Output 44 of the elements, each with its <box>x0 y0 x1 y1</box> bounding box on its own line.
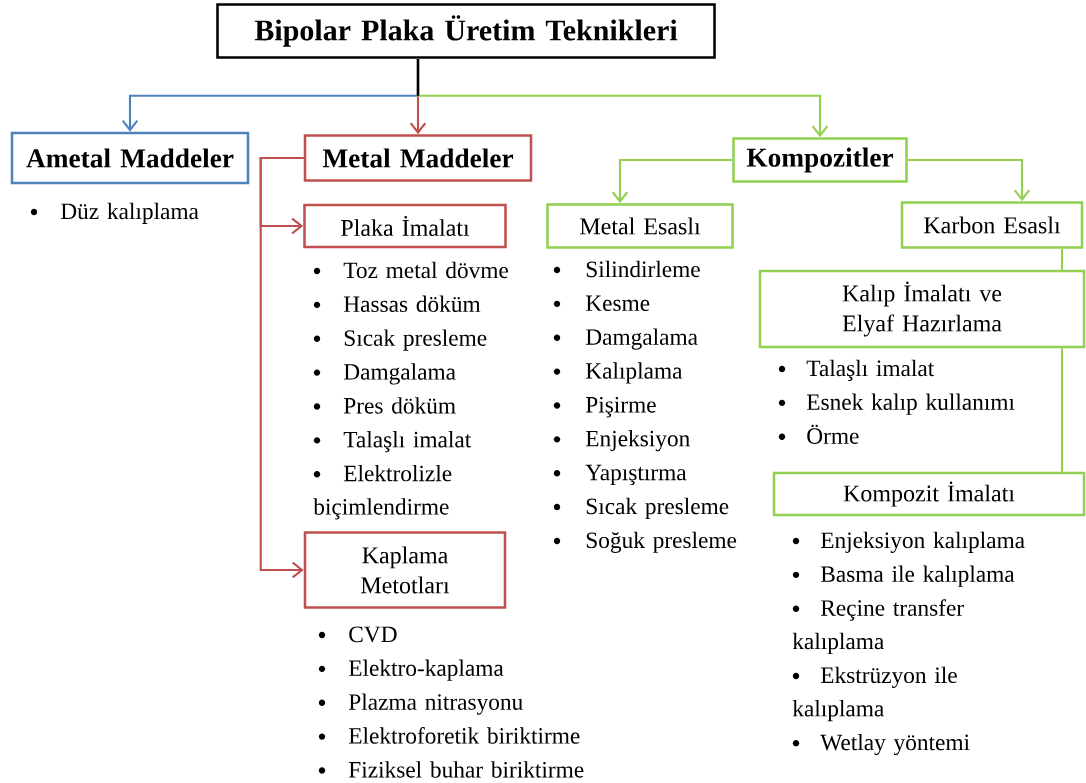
bullet-item: Damgalama <box>313 363 456 385</box>
bullet-item: Sıcak presleme <box>553 497 729 519</box>
title-box: Bipolar Plaka Üretim Teknikleri <box>216 3 716 59</box>
bullet-item: Düz kalıplama <box>30 202 199 224</box>
bullet-item: Plazma nitrasyonu <box>318 693 523 715</box>
process-box: Plaka İmalatı <box>303 203 507 249</box>
category-box: Kompozitler <box>732 137 908 183</box>
bullet-item: Enjeksiyon <box>553 430 690 452</box>
bullet-item: Esnek kalıp kullanımı <box>778 393 1015 415</box>
bullet-item: Elektro-kaplama <box>318 659 504 681</box>
bullet-item: Ekstrüzyon ile kalıplama <box>792 666 957 722</box>
bullet-item: Soğuk presleme <box>553 531 737 553</box>
bullet-item: CVD <box>318 626 397 643</box>
bullet-item: Elektrolizle biçimlendirme <box>313 464 452 520</box>
process-box: Metal Esaslı <box>546 203 734 249</box>
bullet-item: Kalıplama <box>553 362 683 384</box>
bullet-item: Sıcak presleme <box>313 329 487 351</box>
bullet-item: Reçine transfer kalıplama <box>792 599 964 654</box>
process-box: Kalıp İmalatı ve Elyaf Hazırlama <box>758 269 1086 349</box>
bullet-item: Wetlay yöntemi <box>792 733 970 756</box>
process-box: Kaplama Metotları <box>303 531 507 609</box>
bullet-item: Yapıştırma <box>553 464 687 486</box>
bullet-item: Basma ile kalıplama <box>792 565 1015 587</box>
bullet-item: Örme <box>778 424 859 444</box>
category-box: Ametal Maddeler <box>10 131 250 185</box>
bullet-item: Enjeksiyon kalıplama <box>792 531 1025 553</box>
bullet-item: Pişirme <box>553 396 656 418</box>
bullet-item: Hassas döküm <box>313 295 481 313</box>
bullet-item: Talaşlı imalat <box>313 431 472 453</box>
bullet-item: Talaşlı imalat <box>778 359 935 381</box>
bullet-item: Silindirleme <box>553 260 700 278</box>
bullet-item: Toz metal dövme <box>313 261 508 279</box>
bullet-item: Elektroforetik biriktirme <box>318 727 580 744</box>
connector-trunk <box>416 58 420 96</box>
category-box: Metal Maddeler <box>303 134 533 182</box>
arrow <box>259 156 304 579</box>
process-box: Kompozit İmalatı <box>772 471 1086 517</box>
arrow <box>611 158 733 204</box>
bullet-item: Kesme <box>553 295 650 312</box>
process-box: Karbon Esaslı <box>900 201 1084 249</box>
bullet-item: Damgalama <box>553 328 698 350</box>
bullet-item: Pres döküm <box>313 397 456 414</box>
arrow <box>907 158 1031 202</box>
bullet-item: Fiziksel buhar biriktirme <box>318 761 584 778</box>
